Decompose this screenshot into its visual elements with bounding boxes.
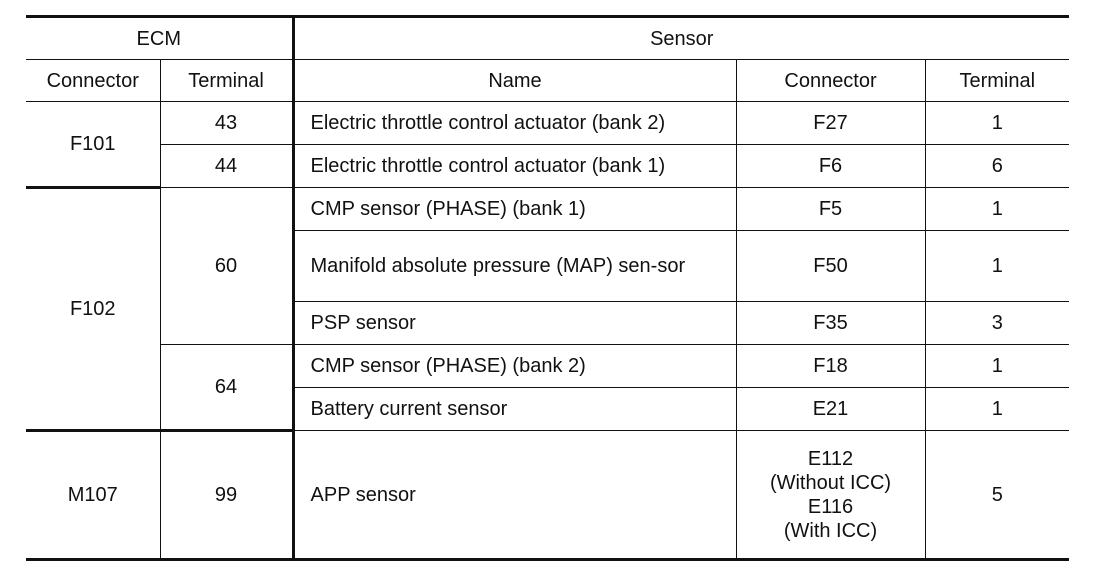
sensor-terminal-cell: 1 <box>924 187 1070 231</box>
sensor-terminal-cell: 1 <box>924 344 1070 388</box>
ecm-sensor-connector-table: ECM Sensor Connector Terminal Name Conne… <box>26 15 1070 561</box>
header-group-row: ECM Sensor <box>26 16 1070 60</box>
ecm-connector-cell: M107 <box>26 430 161 560</box>
sensor-name-cell: APP sensor <box>291 430 737 560</box>
table-row: F101 43 Electric throttle control actuat… <box>26 101 1070 189</box>
sensor-connector-cell: F50 <box>735 230 926 302</box>
sensor-connector-cell: E112 (Without ICC) E116 (With ICC) <box>735 430 926 560</box>
ecm-terminal-cell: 64 <box>160 344 294 432</box>
sensor-terminal-cell: 3 <box>924 301 1070 345</box>
sensor-name-cell: Electric throttle control actuator (bank… <box>291 101 737 145</box>
table-row: M107 99 APP sensor E112 (Without ICC) E1… <box>26 430 1070 560</box>
header-sensor-connector: Connector <box>735 59 926 102</box>
ecm-connector-cell: F101 <box>26 101 161 189</box>
table-row: 44 Electric throttle control actuator (b… <box>26 144 1070 188</box>
table-row: F102 60 CMP sensor (PHASE) (bank 1) F5 1 <box>26 187 1070 432</box>
table-row: PSP sensor F35 3 <box>26 301 1070 345</box>
sensor-connector-cell: F27 <box>735 101 926 145</box>
sensor-terminal-cell: 1 <box>924 101 1070 145</box>
header-column-row: Connector Terminal Name Connector Termin… <box>26 59 1070 102</box>
table-row: Battery current sensor E21 1 <box>26 387 1070 431</box>
connector-line: (With ICC) <box>783 519 878 542</box>
sensor-connector-cell: F35 <box>735 301 926 345</box>
ecm-connector-cell: F102 <box>26 187 161 432</box>
sensor-terminal-cell: 1 <box>924 230 1070 302</box>
header-sensor: Sensor <box>291 16 1070 60</box>
sensor-name-cell: PSP sensor <box>291 301 737 345</box>
sensor-name-cell: Battery current sensor <box>291 387 737 431</box>
sensor-connector-cell: F5 <box>735 187 926 231</box>
sensor-name-cell: Manifold absolute pressure (MAP) sen-sor <box>291 230 737 302</box>
ecm-terminal-cell: 43 <box>159 101 294 145</box>
connector-line: (Without ICC) <box>769 471 892 494</box>
sensor-name-cell: CMP sensor (PHASE) (bank 1) <box>291 187 737 231</box>
sensor-terminal-cell: 1 <box>924 387 1070 431</box>
sensor-terminal-cell: 6 <box>924 144 1070 188</box>
table-row: 64 CMP sensor (PHASE) (bank 2) F18 1 <box>26 344 1070 432</box>
sensor-name-cell: CMP sensor (PHASE) (bank 2) <box>291 344 737 388</box>
sensor-terminal-cell: 5 <box>924 430 1070 560</box>
header-ecm-connector: Connector <box>26 59 161 102</box>
sensor-connector-cell: F6 <box>735 144 926 188</box>
connector-line: E116 <box>807 495 854 518</box>
sensor-connector-cell: F18 <box>735 344 926 388</box>
connector-line: E112 <box>807 447 854 470</box>
ecm-terminal-cell: 60 <box>159 187 294 345</box>
header-ecm-terminal: Terminal <box>159 59 294 102</box>
ecm-terminal-cell: 44 <box>160 144 294 188</box>
connector-table-container: ECM Sensor Connector Terminal Name Conne… <box>26 15 1070 561</box>
ecm-terminal-cell: 99 <box>159 430 294 560</box>
sensor-connector-cell: E21 <box>735 387 926 431</box>
header-ecm: ECM <box>26 16 294 60</box>
header-sensor-terminal: Terminal <box>924 59 1070 102</box>
sensor-name-cell: Electric throttle control actuator (bank… <box>291 144 737 188</box>
header-sensor-name: Name <box>291 59 737 102</box>
